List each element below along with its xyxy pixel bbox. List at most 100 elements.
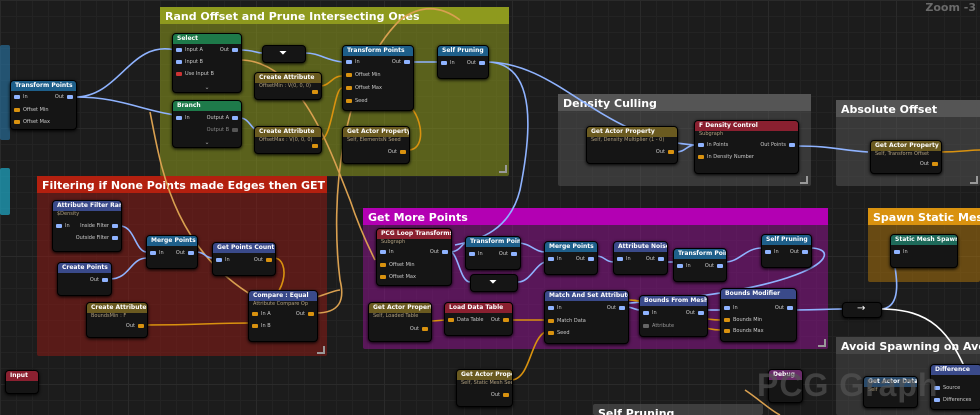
pin-out[interactable]: Out: [491, 317, 509, 323]
pin-out[interactable]: Out: [410, 326, 428, 332]
pin-data-table[interactable]: Data Table: [448, 317, 483, 323]
node-create-attribute-offset-min[interactable]: Create Attribute OffsetMin : V(0, 0, 0): [254, 72, 322, 100]
pin-out[interactable]: Out: [576, 256, 594, 262]
pin-in[interactable]: In: [176, 115, 190, 121]
pin-out[interactable]: Out: [296, 311, 314, 317]
pin-out[interactable]: Out: [491, 392, 509, 398]
pin-in[interactable]: In: [441, 60, 455, 66]
resize-handle[interactable]: [800, 176, 808, 184]
node-select[interactable]: Select Input A Out Input B Use Input B ⌄: [172, 33, 242, 93]
pin-out[interactable]: Out: [686, 310, 704, 316]
node-static-mesh-spawner[interactable]: Static Mesh Spawner In: [890, 234, 958, 268]
node-compare-equal[interactable]: Compare : Equal Attribute Compare Op In …: [248, 290, 318, 342]
filter-reroute-node-top[interactable]: ⏷: [262, 45, 306, 63]
pin-out[interactable]: Out: [656, 149, 674, 155]
pin-source[interactable]: Source: [934, 385, 960, 391]
pin-input-a[interactable]: Input A: [176, 47, 203, 53]
pin-out[interactable]: Out: [392, 59, 410, 65]
chevron-down-icon[interactable]: ⌄: [204, 84, 210, 91]
node-self-pruning-top[interactable]: Self Pruning In Out: [437, 45, 489, 79]
pin-offset-min[interactable]: Offset Min: [380, 262, 414, 268]
pin-inside-filter[interactable]: Inside Filter: [80, 223, 118, 229]
node-transform-points-mid[interactable]: Transform Points In Out: [465, 236, 521, 270]
pin-out[interactable]: Out: [920, 161, 938, 167]
node-branch[interactable]: Branch In Output A Output B ⌄: [172, 100, 242, 148]
pin-use-input-b[interactable]: Use Input B: [176, 71, 214, 77]
pin-out[interactable]: Out: [220, 47, 238, 53]
pin-in[interactable]: In: [346, 59, 360, 65]
pin-in-b[interactable]: In B: [252, 323, 271, 329]
pin-out[interactable]: Out: [55, 94, 73, 100]
pin-out[interactable]: Out: [176, 250, 194, 256]
node-match-and-set-attributes[interactable]: Match And Set Attributes In Out Match Da…: [544, 290, 629, 344]
pin-out[interactable]: Out: [90, 277, 108, 283]
pin-bounds-min[interactable]: Bounds Min: [724, 317, 762, 323]
pin-out[interactable]: Out: [775, 305, 793, 311]
pin-in[interactable]: In: [765, 249, 779, 255]
node-bounds-modifier[interactable]: Bounds Modifier In Out Bounds Min Bounds…: [720, 288, 797, 342]
pin-in[interactable]: In: [548, 305, 562, 311]
pin-out[interactable]: Out: [499, 251, 517, 257]
node-attribute-filter-range[interactable]: Attribute Filter Range $Density In Insid…: [52, 200, 122, 252]
pin-in[interactable]: In: [150, 250, 164, 256]
pin-out[interactable]: Out: [388, 149, 406, 155]
node-f-density-control[interactable]: F Density Control Subgraph In Points Out…: [694, 120, 799, 174]
node-get-actor-data[interactable]: Get Actor Data Self: [863, 376, 918, 408]
pin-match-data[interactable]: Match Data: [548, 318, 586, 324]
node-input[interactable]: Input: [5, 370, 39, 394]
pin-in-density-number[interactable]: In Density Number: [698, 154, 754, 160]
pin-out[interactable]: [309, 89, 318, 95]
node-get-actor-property-density[interactable]: Get Actor Property Self, Density Multipl…: [586, 126, 678, 164]
node-attribute-noise[interactable]: Attribute Noise In Out: [613, 241, 668, 275]
node-pcg-loop-transforms[interactable]: PCG Loop Transforms Subgraph In Out Offs…: [376, 228, 452, 286]
pin-output-a[interactable]: Output A: [207, 115, 238, 121]
node-get-actor-property-seed[interactable]: Get Actor Property Self, ElementsN Seed …: [342, 126, 410, 164]
node-transform-points-left[interactable]: Transform Points In Out Offset Min Offse…: [10, 80, 77, 130]
pin-out[interactable]: Out: [254, 257, 272, 263]
pin-outside-filter[interactable]: Outside Filter: [76, 235, 118, 241]
pin-in-points[interactable]: In Points: [698, 142, 728, 148]
node-bounds-from-mesh[interactable]: Bounds From Mesh In Out Attribute: [639, 295, 708, 337]
node-create-attribute-offset-max[interactable]: Create Attribute OffsetMax : V(0, 0, 0): [254, 126, 322, 154]
resize-handle[interactable]: [317, 346, 325, 354]
pin-seed[interactable]: Seed: [346, 98, 368, 104]
pin-out[interactable]: Out: [705, 263, 723, 269]
pin-out[interactable]: Out: [126, 323, 144, 329]
pin-out[interactable]: Out: [646, 256, 664, 262]
pin-in[interactable]: In: [14, 94, 28, 100]
node-load-data-table[interactable]: Load Data Table Data Table Out: [444, 302, 513, 336]
pin-offset-min[interactable]: Offset Min: [14, 107, 48, 113]
node-create-attribute-bounds[interactable]: Create Attribute BoundsMin : F Out: [86, 302, 148, 338]
resize-handle[interactable]: [499, 165, 507, 173]
pin-in[interactable]: In: [894, 249, 908, 255]
chevron-down-icon[interactable]: ⌄: [204, 139, 210, 146]
pin-out[interactable]: Out: [430, 249, 448, 255]
pin-in-a[interactable]: In A: [252, 311, 271, 317]
node-create-points[interactable]: Create Points Out: [57, 262, 112, 296]
comment-left-blue[interactable]: [0, 45, 10, 140]
pin-out[interactable]: Out: [467, 60, 485, 66]
pin-seed[interactable]: Seed: [548, 330, 570, 336]
pin-out[interactable]: [309, 143, 318, 149]
pin-offset-max[interactable]: Offset Max: [346, 85, 382, 91]
node-get-points-count[interactable]: Get Points Count In Out: [212, 242, 276, 276]
node-get-actor-property-table[interactable]: Get Actor Property Self, Loaded Table Ou…: [368, 302, 432, 342]
pin-offset-max[interactable]: Offset Max: [380, 274, 416, 280]
node-merge-points-mid[interactable]: Merge Points In Out: [544, 241, 598, 275]
node-get-actor-property-offset[interactable]: Get Actor Property Self, Transform Offse…: [870, 140, 942, 174]
pin-in[interactable]: In: [380, 249, 394, 255]
pin-in[interactable]: In: [216, 257, 230, 263]
node-get-actor-property-static-mesh[interactable]: Get Actor Property Self, Static Mesh See…: [456, 369, 513, 407]
pin-in[interactable]: In: [724, 305, 738, 311]
comment-self-pruning-bottom[interactable]: Self Pruning: [593, 404, 763, 415]
node-debug[interactable]: Debug: [768, 369, 803, 403]
pin-out[interactable]: Out: [607, 305, 625, 311]
node-transform-points-top[interactable]: Transform Points In Out Offset Min Offse…: [342, 45, 414, 111]
pin-offset-max[interactable]: Offset Max: [14, 119, 50, 125]
resize-handle[interactable]: [970, 176, 978, 184]
pin-input-b[interactable]: Input B: [176, 59, 203, 65]
pin-in[interactable]: In: [56, 223, 70, 229]
node-difference[interactable]: Difference Source Differences: [930, 364, 980, 410]
pin-in[interactable]: In: [677, 263, 691, 269]
